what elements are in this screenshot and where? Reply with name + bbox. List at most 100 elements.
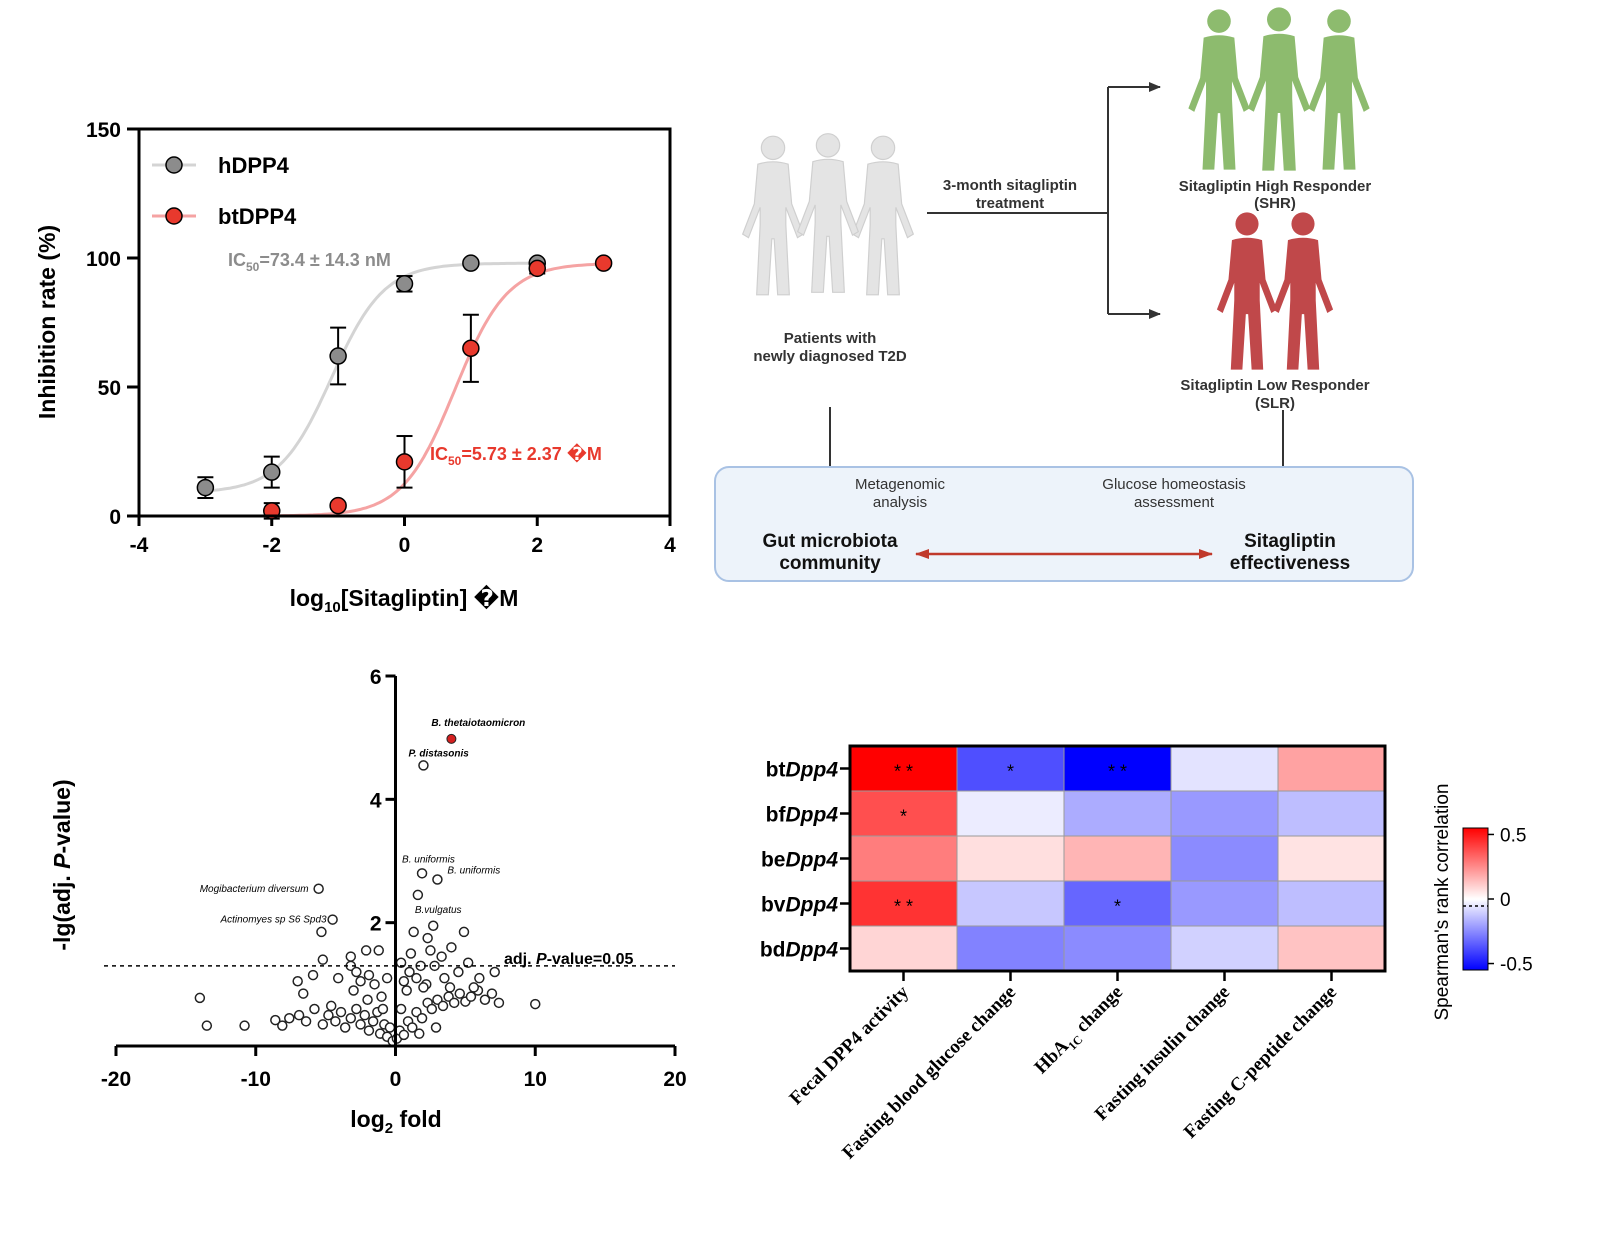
volcano-point-highlight xyxy=(446,733,457,744)
low-responder-figure xyxy=(1216,212,1334,370)
heatmap-col-label: Fecal DPP4 activity xyxy=(786,981,914,1109)
volcano-point xyxy=(486,988,498,999)
volcano-y-tick-label: 6 xyxy=(370,666,382,689)
dose-response-y-tick-label: 100 xyxy=(86,248,121,271)
volcano-point xyxy=(411,972,422,984)
volcano-point xyxy=(351,966,362,978)
heatmap-col-label: HbA1C change xyxy=(1031,982,1130,1081)
patients-label-line2: newly diagnosed T2D xyxy=(753,348,907,365)
heatmap-cell xyxy=(1063,925,1172,972)
heatmap-cell xyxy=(1063,880,1172,927)
significance-stars: * xyxy=(1007,762,1014,782)
volcano-point xyxy=(330,1016,341,1027)
volcano-point xyxy=(316,926,327,938)
dose-response-x-tick-label: 2 xyxy=(531,534,543,557)
volcano-point xyxy=(369,979,380,990)
heatmap-cell xyxy=(849,925,958,972)
data-point-btdpp4 xyxy=(528,259,546,278)
volcano-point xyxy=(418,760,429,771)
volcano-point xyxy=(348,985,359,996)
volcano-x-tick-label: 10 xyxy=(524,1068,547,1091)
glucose-label-line2: assessment xyxy=(1134,494,1215,511)
gut-microbiota-label-line2: community xyxy=(779,553,881,574)
heatmap-cell xyxy=(1170,790,1279,837)
volcano-point xyxy=(351,1003,362,1015)
heatmap-row-label: bvDpp4 xyxy=(761,894,838,917)
volcano-point xyxy=(414,1028,425,1039)
dose-response-y-tick-label: 150 xyxy=(86,119,121,142)
volcano-point xyxy=(493,997,505,1009)
ic50-label-btdpp4: IC50=5.73 ± 2.37 �M xyxy=(430,443,602,468)
volcano-point xyxy=(327,914,338,925)
volcano-point xyxy=(284,1013,295,1024)
heatmap-cell xyxy=(956,835,1065,882)
volcano-point xyxy=(432,874,443,885)
volcano-point xyxy=(377,1003,389,1015)
heatmap-cell xyxy=(1277,745,1386,792)
ic50-label-hdpp4: IC50=73.4 ± 14.3 nM xyxy=(228,250,391,274)
glucose-label-line1: Glucose homeostasis xyxy=(1102,476,1245,493)
high-responder-figure xyxy=(1188,7,1370,171)
volcano-point xyxy=(373,945,384,956)
volcano-y-tick-label: 4 xyxy=(370,789,382,812)
volcano-point xyxy=(360,945,372,956)
heatmap-cell xyxy=(1063,790,1172,837)
volcano-point xyxy=(323,1009,334,1021)
volcano-point xyxy=(317,1019,329,1030)
significance-stars: * * xyxy=(894,897,913,917)
data-point-btdpp4 xyxy=(395,453,414,471)
volcano-point xyxy=(465,991,477,1002)
analysis-box xyxy=(714,466,1414,582)
volcano-point xyxy=(416,1013,428,1024)
volcano-point xyxy=(412,889,424,901)
volcano-point xyxy=(359,1009,371,1021)
species-label: B.vulgatus xyxy=(415,905,462,916)
volcano-point xyxy=(408,926,419,938)
volcano-point xyxy=(307,969,319,981)
volcano-point xyxy=(439,972,450,984)
volcano-point xyxy=(405,948,417,959)
data-point-btdpp4 xyxy=(329,496,347,515)
data-point-btdpp4 xyxy=(462,339,480,358)
heatmap-frame xyxy=(848,744,1387,973)
volcano-point xyxy=(325,1000,337,1012)
low-responder-label-line1: Sitagliptin Low Responder xyxy=(1180,377,1369,394)
heatmap-row-label: bfDpp4 xyxy=(766,804,839,827)
species-label: B. thetaiotaomicron xyxy=(431,718,525,729)
heatmap-cell xyxy=(956,790,1065,837)
colorbar-label: Spearman's rank correlation xyxy=(1432,783,1453,1020)
colorbar-tick-label: -0.5 xyxy=(1500,955,1533,976)
colorbar-tick-label: 0 xyxy=(1500,890,1511,911)
heatmap-cell xyxy=(849,835,958,882)
volcano-point xyxy=(446,942,457,953)
volcano-point xyxy=(407,1022,418,1033)
species-label: P. distasonis xyxy=(408,748,469,759)
threshold-label: adj. P-value=0.05 xyxy=(504,951,634,968)
curve-hdpp4 xyxy=(205,261,538,493)
treatment-label-line2: treatment xyxy=(976,195,1044,212)
legend-label-hdpp4: hDPP4 xyxy=(218,153,290,178)
volcano-x-label: log2 fold xyxy=(350,1106,441,1137)
volcano-point xyxy=(355,1019,366,1030)
volcano-point xyxy=(458,926,470,938)
volcano-point xyxy=(298,988,309,999)
volcano-point xyxy=(293,1009,305,1021)
volcano-point xyxy=(418,982,429,993)
volcano-point xyxy=(339,1022,351,1033)
volcano-point xyxy=(345,1013,357,1024)
species-label: Actinomyes sp S6 Spd3 xyxy=(219,915,327,926)
volcano-x-tick-label: -10 xyxy=(241,1068,271,1091)
dose-response-x-tick-label: -2 xyxy=(262,534,281,557)
heatmap-col-label: Fasting blood glucose change xyxy=(838,982,1020,1164)
high-responder-label-line1: Sitagliptin High Responder xyxy=(1179,178,1372,195)
dose-response-x-tick-label: -4 xyxy=(130,534,149,557)
volcano-point xyxy=(430,1022,442,1033)
dose-response-y-tick-label: 0 xyxy=(109,506,121,529)
effectiveness-label-line1: Sitagliptin xyxy=(1244,531,1336,552)
effectiveness-label-line2: effectiveness xyxy=(1230,553,1350,574)
volcano-point xyxy=(404,966,415,978)
gut-microbiota-label-line1: Gut microbiota xyxy=(762,531,898,552)
species-label: B. uniformis xyxy=(402,854,455,865)
